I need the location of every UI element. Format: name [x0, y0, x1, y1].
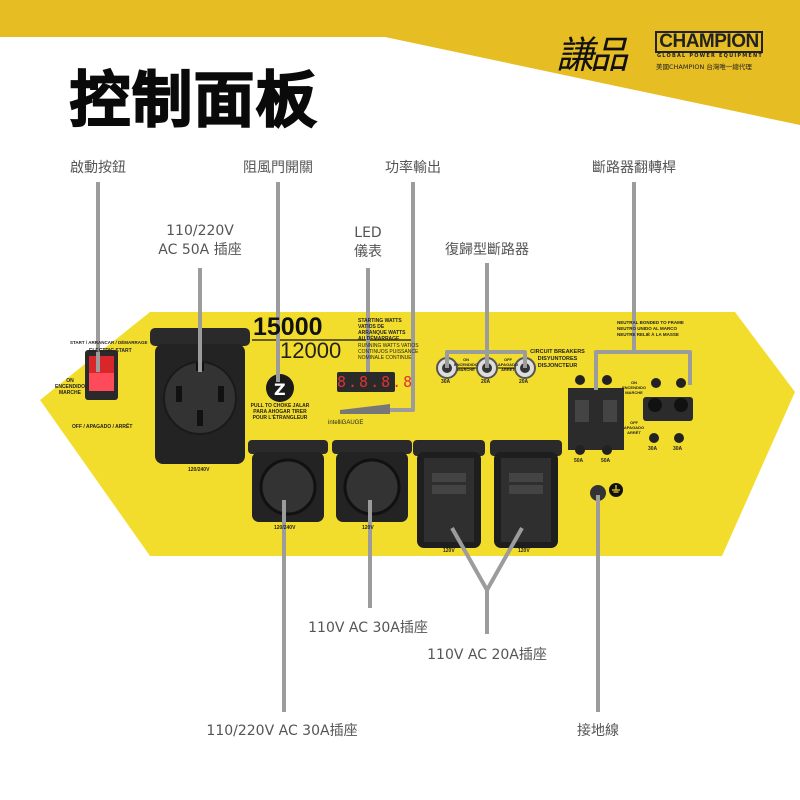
callout-50a-line1: 110/220V	[166, 223, 234, 239]
ground-icon	[609, 483, 623, 497]
on-text: ON ENCENDIDO MARCHE	[55, 378, 86, 396]
callout-led-line2: 儀表	[354, 244, 382, 260]
brand-tagline: GLOBAL POWER EQUIPMENT	[657, 53, 764, 59]
callout-20a: 110V AC 20A插座	[427, 647, 547, 663]
callout-reset-breaker: 復歸型斷路器	[445, 242, 529, 258]
led-display: 8.8.8.8	[337, 372, 415, 392]
gfci-left-label: 120V	[443, 548, 455, 554]
right-rating-1: 30A	[648, 446, 658, 452]
neutral-bonded-text: NEUTRAL BONDED TO FRAME NEUTRO UNIDO AL …	[617, 320, 684, 337]
choke-knob[interactable]	[266, 374, 294, 402]
main-on-text: ON ENCENDIDO MARCHE	[621, 380, 646, 395]
brand-calligraphy-logo: 謙品	[556, 33, 628, 77]
callout-30a-110: 110V AC 30A插座	[308, 620, 428, 636]
main-breaker[interactable]	[568, 375, 624, 455]
outlet-30a-110-label: 120V	[362, 525, 374, 531]
brand-distributor: 美國CHAMPION 台灣唯一總代理	[656, 63, 752, 71]
circuit-breakers-title: CIRCUIT BREAKERS DISYUNTORES DISJONCTEUR	[530, 349, 585, 369]
cb-rating-2: 20A	[481, 379, 491, 385]
outlet-50a-label: 120/240V	[188, 467, 210, 473]
callout-ground: 接地線	[577, 723, 619, 739]
callout-30a-220: 110/220V AC 30A插座	[206, 723, 358, 739]
running-watts: 12000	[280, 338, 342, 363]
electric-start-label: ELECTRIC START	[89, 348, 132, 354]
callout-start-button: 啟動按鈕	[70, 160, 126, 176]
outlet-20a-left[interactable]	[413, 440, 485, 548]
outlet-20a-right[interactable]	[490, 440, 562, 548]
cb-on-text: ON ENCENDIDO MARCHE	[453, 357, 478, 372]
choke-text: PULL TO CHOKE JALAR PARA AHOGAR TIRER PO…	[250, 403, 310, 421]
header-band	[0, 0, 800, 125]
callout-choke: 阻風門開關	[243, 160, 313, 176]
callout-power-output: 功率輸出	[385, 160, 441, 176]
callout-breaker-lever: 斷路器翻轉桿	[592, 160, 676, 176]
outlet-30a-220[interactable]	[248, 440, 328, 522]
running-watts-label: RUNNING WATTS VATIOS CONTINUOS PUISSANCE…	[358, 343, 419, 361]
cb-off-text: OFF APAGADO ARRÊT	[497, 357, 519, 372]
outlet-30a-110[interactable]	[332, 440, 412, 522]
gauge-brand: intelliGAUGE	[328, 420, 364, 426]
dual-30a-breaker[interactable]	[643, 378, 693, 443]
main-rating-2: 50A	[601, 458, 611, 464]
right-rating-2: 30A	[673, 446, 683, 452]
callout-50a-line2: AC 50A 插座	[158, 242, 242, 258]
cb-rating-3: 20A	[519, 379, 529, 385]
start-text: START / ARRANCAR / DÉMARRAGE	[70, 340, 148, 345]
leader-lines	[96, 182, 692, 712]
callout-led-line1: LED	[354, 225, 382, 241]
main-off-text: OFF APAGADO ARRÊT	[623, 420, 645, 435]
main-rating-1: 50A	[574, 458, 584, 464]
off-text: OFF / APAGADO / ARRÊT	[72, 424, 133, 430]
champion-logo: CHAMPION	[655, 31, 763, 53]
starting-watts-label: STARTING WATTS VATIOS DE ARRANQUE WATTS …	[358, 318, 406, 342]
starting-watts: 15000	[253, 313, 323, 341]
page-title: 控制面板	[69, 65, 318, 137]
gfci-right-label: 120V	[518, 548, 530, 554]
power-gauge	[340, 404, 390, 414]
outlet-30a-220-label: 120/240V	[274, 525, 296, 531]
ground-stud[interactable]	[590, 485, 606, 501]
choke-icon: Z	[274, 380, 286, 399]
start-switch[interactable]	[85, 350, 118, 400]
cb-rating-1: 30A	[441, 379, 451, 385]
